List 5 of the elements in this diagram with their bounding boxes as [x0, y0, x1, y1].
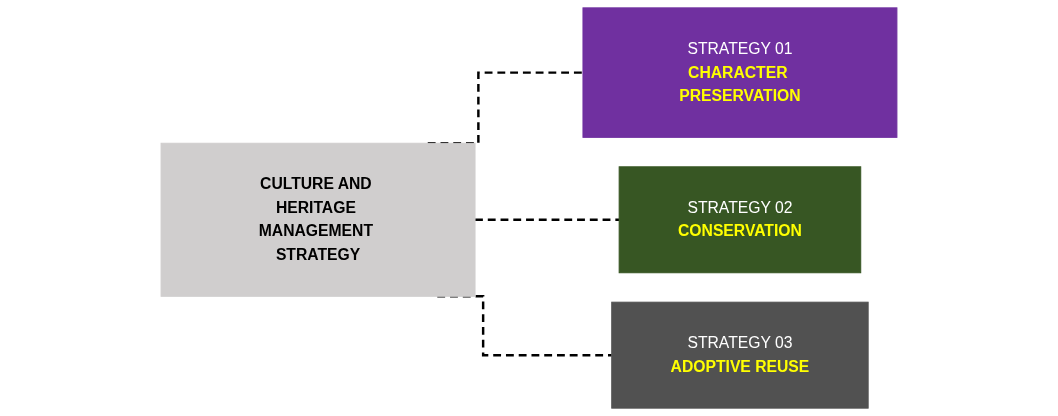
node-box: STRATEGY 03 ADOPTIVE REUSE [611, 301, 869, 409]
node-box: CULTURE AND HERITAGE MANAGEMENT STRATEGY [160, 142, 476, 297]
node-box: STRATEGY 01 CHARACTER PRESERVATION [582, 7, 898, 138]
connector [475, 218, 620, 221]
node-box: STRATEGY 02 CONSERVATION [618, 166, 862, 274]
